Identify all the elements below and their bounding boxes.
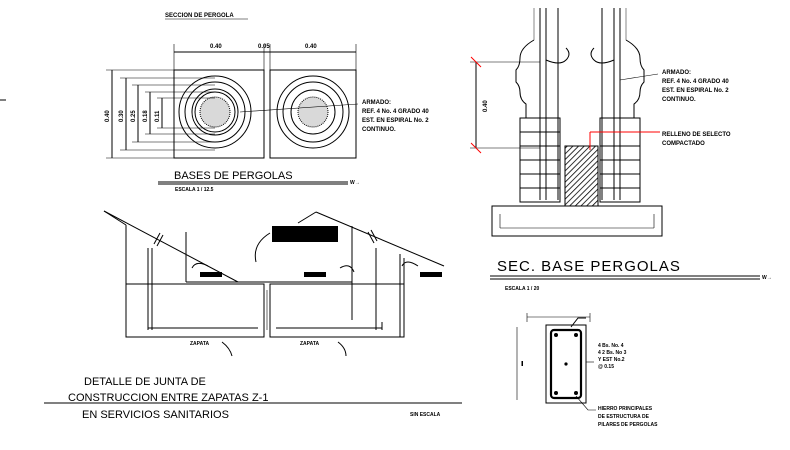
bases-arrow-mark: W→	[350, 180, 360, 186]
sec-scale: ESCALA 1 / 20	[505, 286, 539, 292]
detalle-junta: ZAPATA ZAPATA DETALLE DE JUNTA DE CONSTR…	[44, 210, 462, 421]
sec-title: SEC. BASE PERGOLAS	[497, 258, 681, 275]
column-note-1: 4 Bs. No. 4	[598, 343, 624, 349]
compacted-fill	[564, 145, 599, 207]
column-cross-section: ▬ 4 Bs. No. 4 4 2 Bs. No 3 Y EST No.2 @ …	[516, 313, 658, 428]
armado-left-2: REF. 4 No. 4 GRADO 40	[362, 109, 429, 115]
footing-square-1	[173, 69, 265, 159]
bases-scale: ESCALA 1 / 12.5	[175, 187, 214, 193]
sin-escala: SIN ESCALA	[410, 412, 441, 418]
relleno-1: RELLENO DE SELECTO	[662, 132, 731, 138]
detalle-title-3: EN SERVICIOS SANITARIOS	[82, 409, 229, 421]
section-base-pergolas: 0.40 ARMADO: REF. 4 No. 4 GRADO 40 EST. …	[470, 8, 772, 292]
zapata-label-2: ZAPATA	[300, 341, 320, 347]
detalle-title-2: CONSTRUCCION ENTRE ZAPATAS Z-1	[68, 392, 268, 404]
footing-square-2	[269, 69, 357, 159]
armado-right-1: ARMADO:	[662, 70, 691, 76]
callout-bar-top	[272, 226, 338, 242]
column-note-2: 4 2 Bs. No 3	[598, 350, 627, 356]
footing-slab	[491, 205, 663, 237]
sec-arrow-mark: W→	[762, 275, 772, 281]
column-note-3: Y EST No.2	[598, 357, 625, 363]
hierro-note-3: PILARES DE PERGOLAS	[598, 422, 658, 428]
column-core-2	[297, 96, 329, 128]
dim-top-3: 0.40	[305, 44, 317, 50]
armado-right-3: EST. EN ESPIRAL No. 2	[662, 88, 729, 94]
armado-left-4: CONTINUO.	[362, 127, 396, 133]
armado-right-2: REF. 4 No. 4 GRADO 40	[662, 79, 729, 85]
hierro-note-1: HIERRO PRINCIPALES	[598, 406, 653, 412]
column-note-4: @ 0.15	[598, 364, 614, 370]
column-outline	[545, 324, 587, 404]
armado-right-4: CONTINUO.	[662, 97, 696, 103]
plan-bases-pergolas: SECCION DE PERGOLA 0.40 0.05 0.40	[105, 13, 429, 193]
dim-left-3: 0.25	[131, 110, 137, 122]
dim-left-5: 0.11	[155, 110, 161, 122]
bases-title: BASES DE PERGOLAS	[174, 170, 293, 182]
hierro-note-2: DE ESTRUCTURA DE	[598, 414, 650, 420]
dim-top-1: 0.40	[210, 44, 222, 50]
dim-left-4: 0.18	[143, 110, 149, 122]
dim-section: 0.40	[483, 100, 489, 112]
dim-top-2: 0.05	[258, 44, 270, 50]
relleno-2: COMPACTADO	[662, 141, 705, 147]
zapata-label-1: ZAPATA	[190, 341, 210, 347]
armado-left-3: EST. EN ESPIRAL No. 2	[362, 118, 429, 124]
armado-left-1: ARMADO:	[362, 100, 391, 106]
dim-left-2: 0.30	[119, 110, 125, 122]
dim-left-1: 0.40	[105, 110, 111, 122]
zapata-right	[269, 283, 405, 338]
detalle-title-1: DETALLE DE JUNTA DE	[84, 376, 206, 388]
column-core-1	[199, 96, 231, 128]
zapata-left	[125, 283, 265, 338]
svg-text:▬: ▬	[519, 361, 525, 366]
seccion-label: SECCION DE PERGOLA	[165, 13, 234, 19]
